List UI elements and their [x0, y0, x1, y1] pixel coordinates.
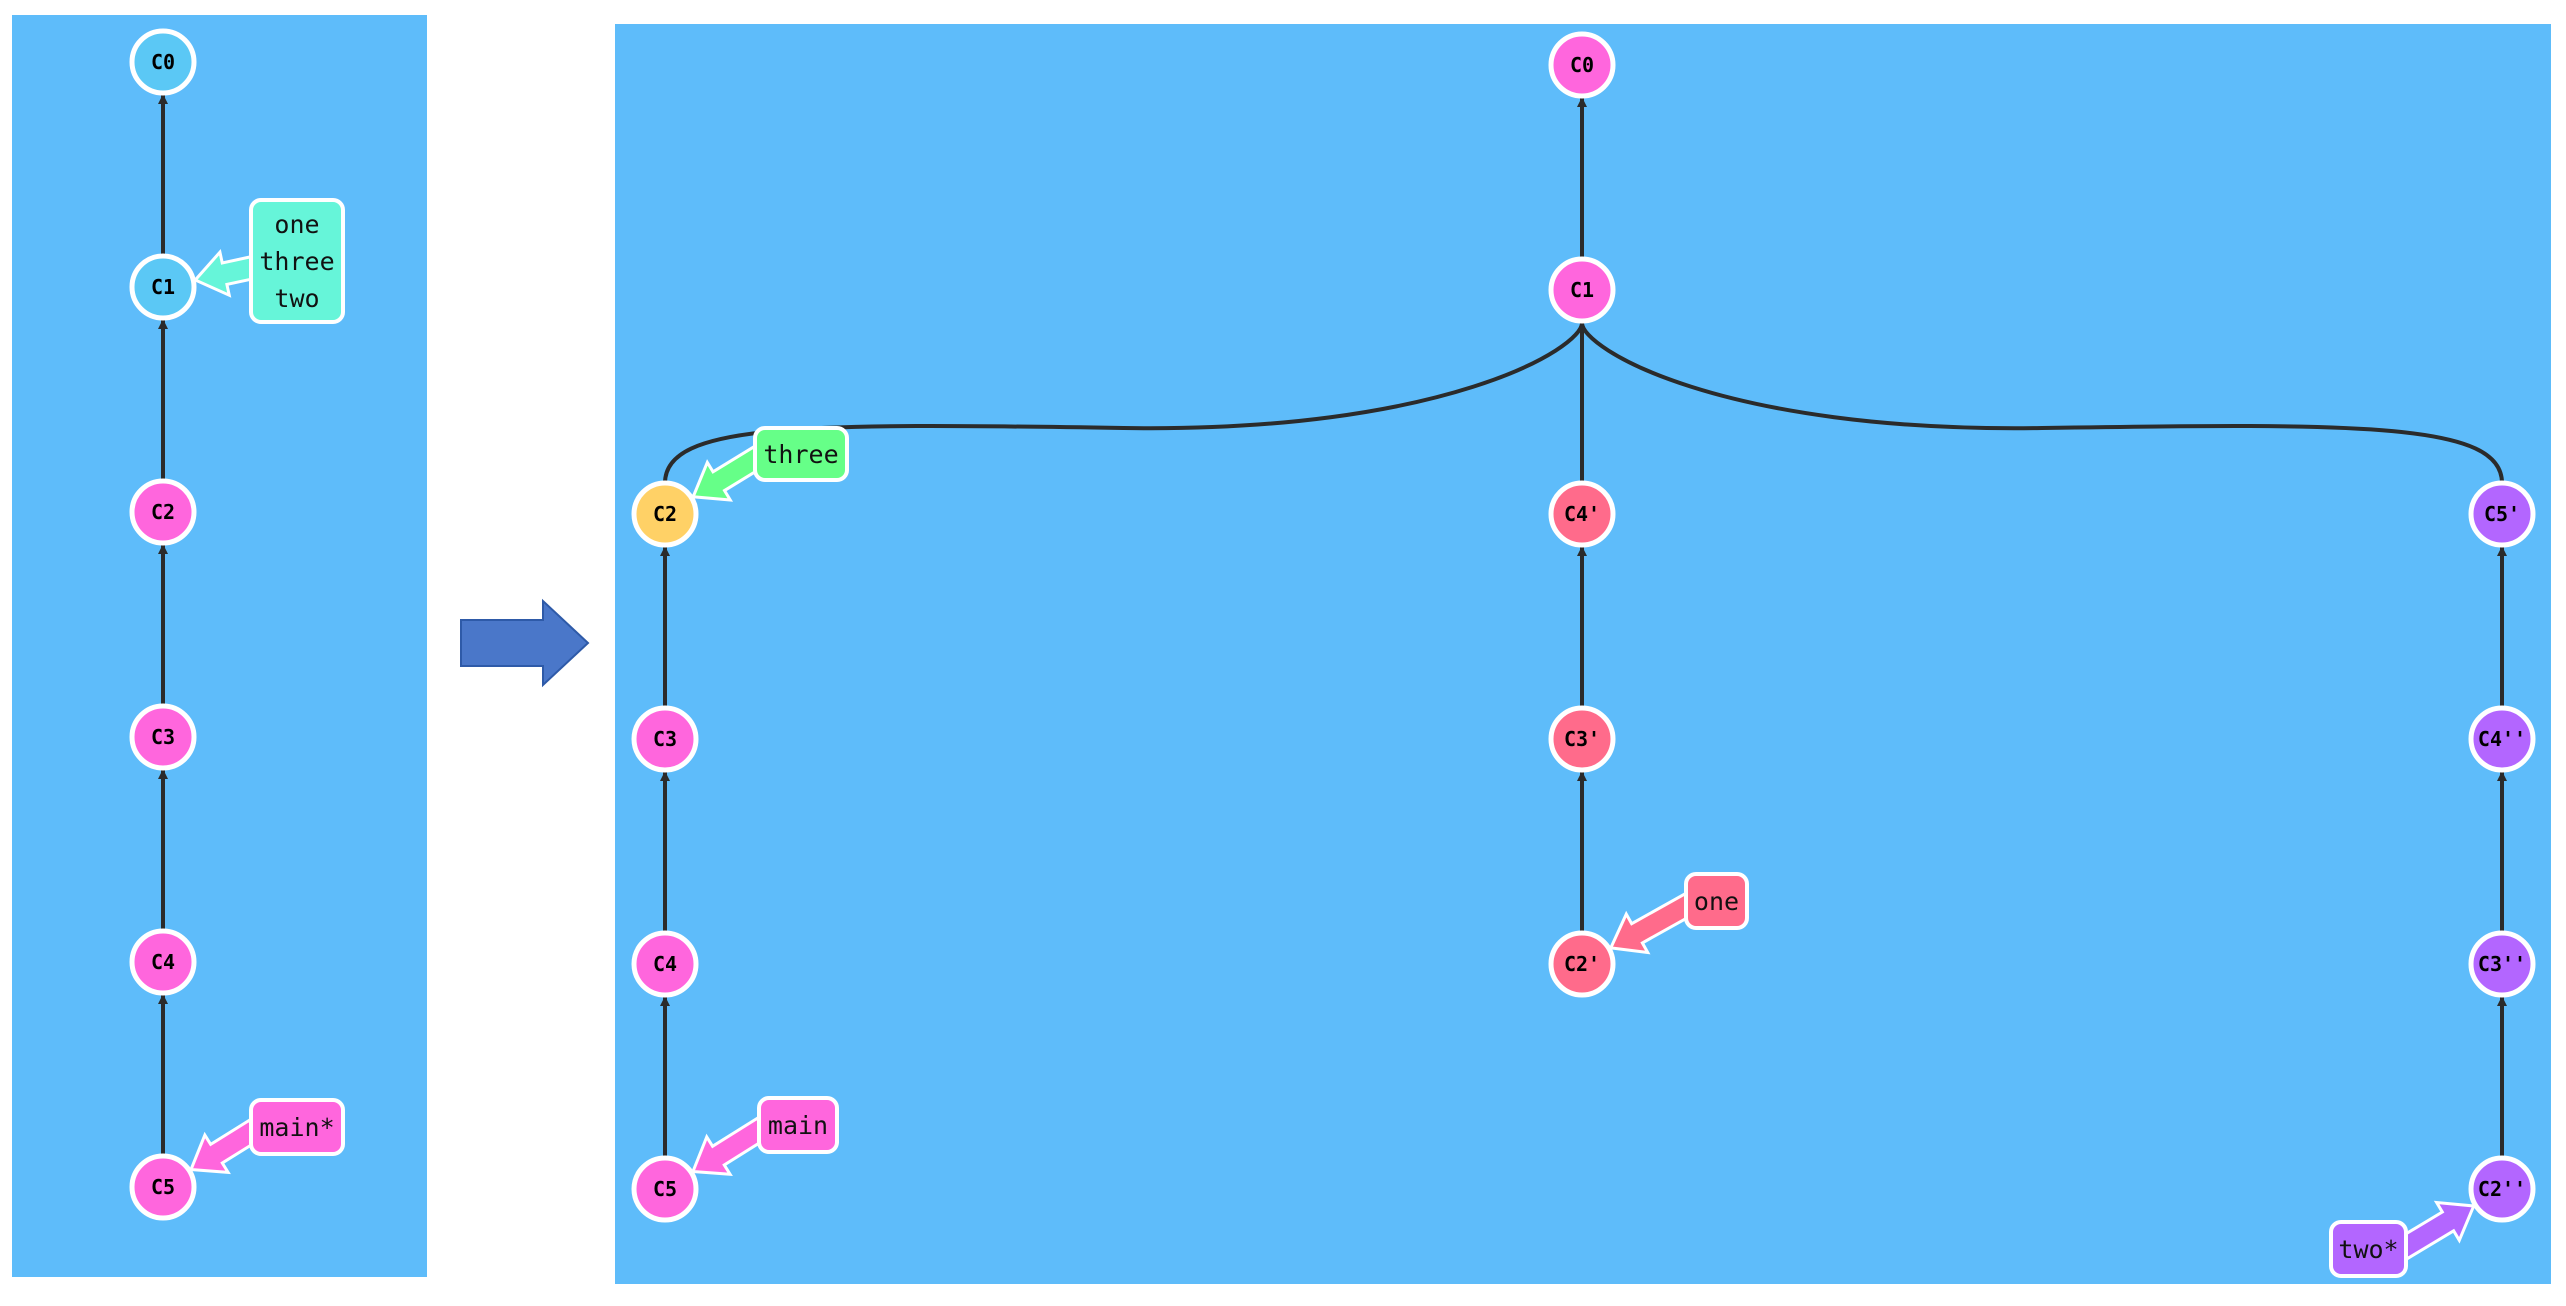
commit-label: C0 — [1570, 53, 1594, 77]
edge-after-c2-to-c1 — [663, 322, 1587, 484]
branch-label-after-main: main — [690, 1096, 839, 1176]
commit-after-c4: C4 — [631, 930, 699, 998]
commit-before-c1: C1 — [129, 253, 197, 321]
commit-label: C5 — [151, 1175, 175, 1199]
commit-before-c0: C0 — [129, 28, 197, 96]
commit-after-c0: C0 — [1548, 31, 1616, 99]
commit-label: C4 — [151, 950, 175, 974]
branch-label-before-mainstar: main* — [188, 1098, 345, 1175]
commit-after-c4pp: C4'' — [2468, 705, 2536, 773]
branch-label-box — [249, 1098, 345, 1156]
branch-name: two — [274, 284, 319, 313]
transition-arrow-icon — [460, 598, 590, 688]
commit-label: C5 — [653, 1177, 677, 1201]
commit-after-c2p: C2' — [1548, 930, 1616, 998]
commit-label: C2' — [1564, 952, 1600, 976]
commit-label: C2'' — [2478, 1177, 2526, 1201]
commit-before-c4: C4 — [129, 928, 197, 996]
commit-label: C3' — [1564, 727, 1600, 751]
commit-label: C1 — [1570, 278, 1594, 302]
branch-label-after-three: three — [690, 426, 849, 502]
before-panel — [12, 15, 427, 1277]
commit-label: C2 — [653, 502, 677, 526]
branch-label-box — [249, 198, 345, 324]
commit-label: C3 — [653, 727, 677, 751]
commit-label: C2 — [151, 500, 175, 524]
commit-edges — [158, 94, 2507, 1158]
commit-before-c3: C3 — [129, 703, 197, 771]
commit-after-c3p: C3' — [1548, 705, 1616, 773]
commit-after-c2: C2 — [631, 480, 699, 548]
branch-name: one — [274, 210, 319, 239]
branch-name: three — [259, 247, 334, 276]
branch-name: two* — [2338, 1235, 2398, 1264]
commit-label: C4'' — [2478, 727, 2526, 751]
commit-after-c2pp: C2'' — [2468, 1155, 2536, 1223]
branch-label-box — [2329, 1220, 2408, 1278]
commit-label: C0 — [151, 50, 175, 74]
commit-before-c5: C5 — [129, 1153, 197, 1221]
commit-after-c3: C3 — [631, 705, 699, 773]
commit-label: C5' — [2484, 502, 2520, 526]
commit-before-c2: C2 — [129, 478, 197, 546]
commit-label: C1 — [151, 275, 175, 299]
branch-label-after-one: one — [1608, 872, 1749, 955]
edge-after-c5p-to-c1 — [1577, 322, 2504, 484]
branch-name: three — [763, 440, 838, 469]
branch-label-after-twostar: two* — [2329, 1200, 2476, 1278]
branch-name: main* — [259, 1113, 334, 1142]
commit-after-c4p: C4' — [1548, 480, 1616, 548]
commit-after-c1: C1 — [1548, 256, 1616, 324]
commit-label: C3'' — [2478, 952, 2526, 976]
branch-name: one — [1694, 887, 1739, 916]
commit-label: C3 — [151, 725, 175, 749]
commit-after-c5p: C5' — [2468, 480, 2536, 548]
branch-label-box — [1684, 872, 1749, 930]
branch-labels: one three two main* three main one two* — [188, 198, 2476, 1278]
commit-label: C4' — [1564, 502, 1600, 526]
commit-after-c5: C5 — [631, 1155, 699, 1223]
commit-after-c3pp: C3'' — [2468, 930, 2536, 998]
branch-label-box — [753, 426, 849, 482]
branch-label-box — [757, 1096, 839, 1154]
branch-label-before-one-three-two: one three two — [192, 198, 345, 324]
branch-name: main — [768, 1111, 828, 1140]
commit-label: C4 — [653, 952, 677, 976]
